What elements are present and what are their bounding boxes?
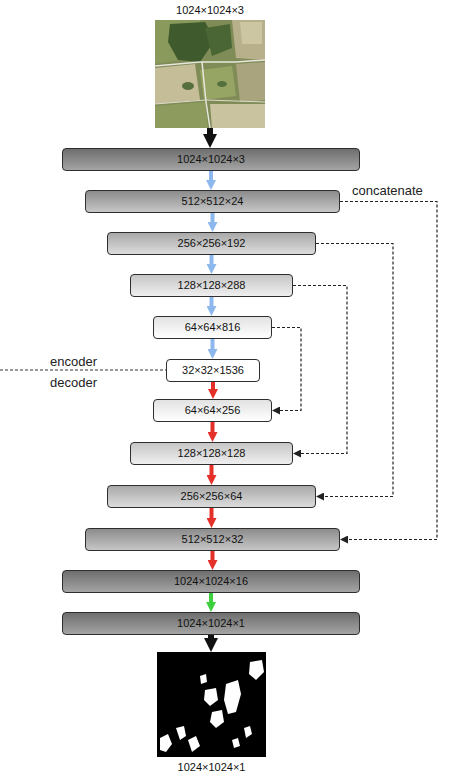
tensor-size-label: 256×256×64 xyxy=(181,491,243,502)
flow-arrow xyxy=(211,422,215,432)
tensor-size-label: 64×64×816 xyxy=(185,322,241,333)
image-block: 1024×1024×1 xyxy=(157,652,266,757)
tensor-size-label: 256×256×192 xyxy=(178,238,246,249)
flow-arrow xyxy=(211,213,215,222)
flow-arrow xyxy=(211,551,215,560)
feature-map-box: 128×128×288 xyxy=(130,274,293,297)
flow-arrow xyxy=(210,465,214,475)
flow-arrow xyxy=(210,255,214,264)
flow-arrow xyxy=(209,593,213,602)
feature-map-box: 512×512×24 xyxy=(85,190,340,213)
divider-line xyxy=(0,370,166,371)
flow-arrow xyxy=(209,171,213,180)
tensor-size-label: 128×128×288 xyxy=(178,280,246,291)
tensor-size-label: 1024×1024×3 xyxy=(177,154,245,165)
tensor-size-label: 512×512×24 xyxy=(182,196,244,207)
skip-connection xyxy=(340,202,437,540)
tensor-size-label: 1024×1024×1 xyxy=(177,618,245,629)
tensor-size-label: 32×32×1536 xyxy=(182,365,244,376)
flow-arrow xyxy=(210,508,214,518)
feature-map-box: 256×256×64 xyxy=(107,485,316,508)
section-label: encoder xyxy=(50,355,97,368)
skip-connection xyxy=(316,244,393,497)
section-label: decoder xyxy=(50,376,97,389)
skip-connection xyxy=(293,286,347,454)
feature-map-box: 64×64×256 xyxy=(153,399,272,422)
flow-arrow xyxy=(207,128,213,134)
feature-map-box: 1024×1024×3 xyxy=(62,148,360,171)
tensor-size-label: 1024×1024×16 xyxy=(174,576,248,587)
flow-arrow xyxy=(208,635,214,638)
aerial-photo xyxy=(155,20,265,128)
feature-map-box: 512×512×32 xyxy=(85,528,340,551)
feature-map-box: 32×32×1536 xyxy=(166,359,260,382)
image-size-label: 1024×1024×1 xyxy=(117,762,306,773)
feature-map-box: 64×64×816 xyxy=(153,316,272,339)
flow-arrow xyxy=(210,297,214,306)
image-block: 1024×1024×3 xyxy=(155,20,265,128)
flow-arrow xyxy=(211,382,215,389)
segmentation-mask xyxy=(157,652,266,757)
flow-arrow xyxy=(211,339,215,349)
feature-map-box: 256×256×192 xyxy=(107,232,316,255)
feature-map-box: 1024×1024×16 xyxy=(62,570,360,593)
feature-map-box: 128×128×128 xyxy=(130,442,293,465)
skip-connection xyxy=(272,328,301,411)
tensor-size-label: 128×128×128 xyxy=(178,448,246,459)
feature-map-box: 1024×1024×1 xyxy=(62,612,360,635)
image-size-label: 1024×1024×3 xyxy=(115,5,305,16)
concatenate-label: concatenate xyxy=(352,184,423,197)
tensor-size-label: 512×512×32 xyxy=(182,534,244,545)
tensor-size-label: 64×64×256 xyxy=(185,405,241,416)
